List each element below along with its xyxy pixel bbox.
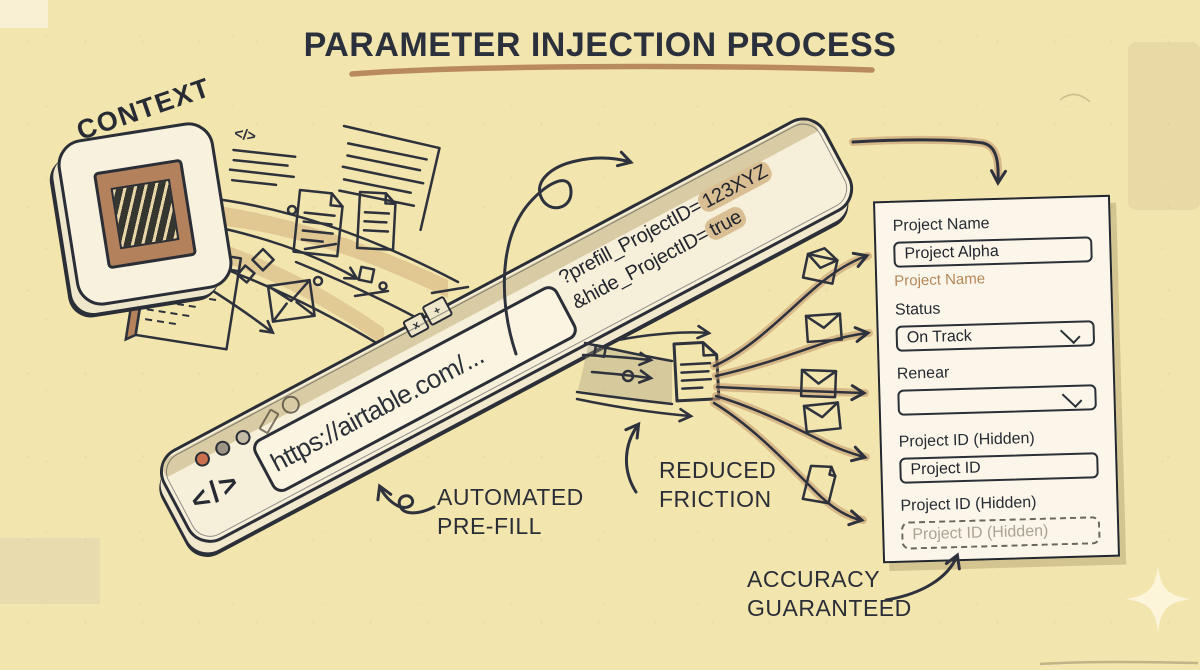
envelope-icon — [266, 278, 316, 323]
input-placeholder: Project ID (Hidden) — [912, 522, 1049, 544]
input-value: Project Alpha — [904, 242, 999, 263]
project-id-hidden-input[interactable]: Project ID (Hidden) — [900, 516, 1101, 550]
page-title: PARAMETER INJECTION PROCESS — [303, 26, 897, 64]
socket-slot — [110, 178, 180, 250]
code-page-icon: </> — [228, 125, 297, 187]
field-label: Project ID (Hidden) — [900, 493, 1037, 515]
project-name-input[interactable]: Project Alpha — [893, 236, 1093, 268]
select-value: On Track — [906, 327, 972, 347]
airtable-form-panel: Project Name Project Alpha Project Name … — [872, 194, 1121, 564]
field-label: Status — [894, 300, 941, 319]
svg-text:</>: </> — [233, 125, 258, 146]
dot-icon — [286, 204, 298, 216]
input-value: Project ID — [910, 459, 981, 479]
project-id-input[interactable]: Project ID — [899, 452, 1099, 484]
document-icon — [355, 190, 397, 252]
field-label: Project Name — [892, 215, 990, 235]
field-label: Project ID (Hidden) — [898, 429, 1035, 451]
diamond-icon — [236, 264, 256, 284]
lined-panel-icon — [338, 124, 441, 232]
code-icon: </> — [185, 464, 247, 519]
socket-frame — [92, 158, 198, 270]
diamond-icon — [251, 247, 275, 272]
context-socket-illustration — [53, 118, 237, 310]
square-icon — [357, 265, 376, 284]
field-helper-text: Project Name — [893, 270, 986, 290]
status-select[interactable]: On Track — [895, 320, 1096, 352]
title-underline — [349, 63, 875, 77]
dot-icon — [312, 275, 324, 287]
chevron-down-icon — [1059, 323, 1081, 345]
dot-icon — [378, 281, 388, 291]
chevron-down-icon — [1061, 387, 1083, 409]
field-label: Renear — [896, 364, 950, 383]
document-icon — [292, 188, 344, 258]
renear-select[interactable] — [897, 384, 1097, 416]
